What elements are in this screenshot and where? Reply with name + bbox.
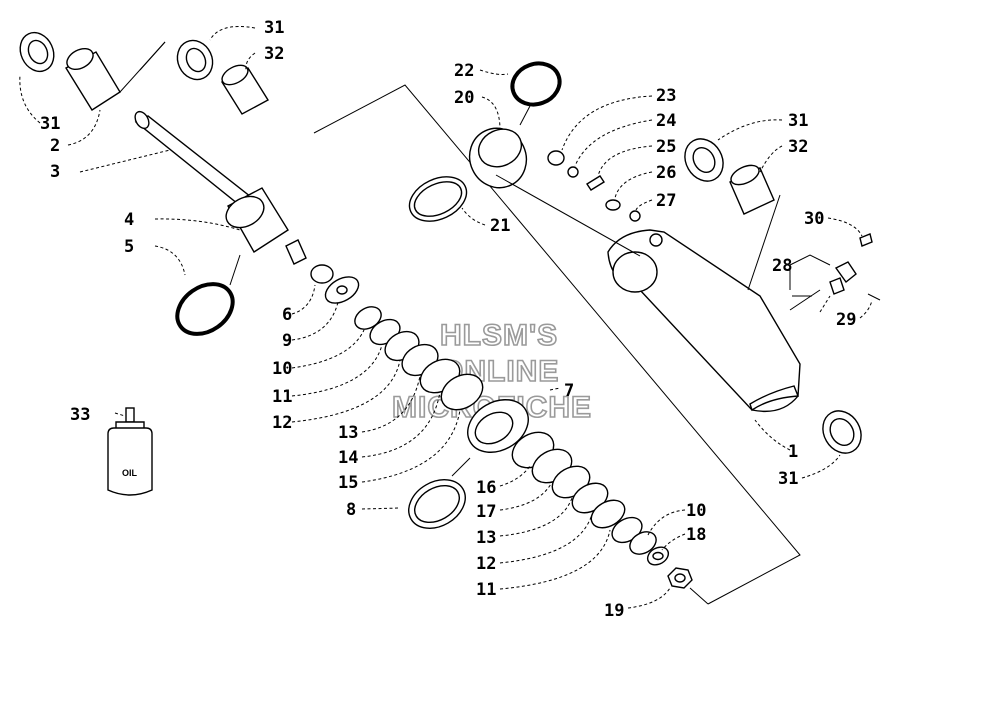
label-23: 23 xyxy=(656,86,676,106)
part-8-piston-ring xyxy=(408,479,466,529)
label-31-right-top: 31 xyxy=(788,111,808,131)
label-31-top: 31 xyxy=(264,18,284,38)
label-5: 5 xyxy=(124,237,134,257)
part-20-reservoir-cap xyxy=(468,127,528,189)
label-10-left: 10 xyxy=(272,359,292,379)
label-32-right: 32 xyxy=(788,137,808,157)
part-23-valve-cap xyxy=(547,150,565,166)
part-24-ball xyxy=(567,166,579,178)
label-16: 16 xyxy=(476,478,496,498)
part-12b-shim xyxy=(590,499,626,529)
part-31-bushing-top-left xyxy=(19,31,55,73)
part-25-spring xyxy=(586,175,605,191)
label-12-left: 12 xyxy=(272,413,292,433)
label-2: 2 xyxy=(50,136,60,156)
label-32-top: 32 xyxy=(264,44,284,64)
part-18-washer xyxy=(646,546,670,566)
label-19: 19 xyxy=(604,601,624,621)
leader-lines xyxy=(19,26,873,609)
watermark-line-1: HLSM'S xyxy=(440,319,558,352)
part-5-o-ring xyxy=(175,282,235,336)
part-31-bushing-top xyxy=(176,39,214,81)
label-15: 15 xyxy=(338,473,358,493)
label-13-right: 13 xyxy=(476,528,496,548)
label-26: 26 xyxy=(656,163,676,183)
part-22-o-ring xyxy=(510,61,562,107)
part-21-ring xyxy=(408,176,468,222)
label-21: 21 xyxy=(490,216,510,236)
label-7: 7 xyxy=(564,381,574,401)
label-3: 3 xyxy=(50,162,60,182)
part-19-nut xyxy=(667,567,693,589)
label-31-left: 31 xyxy=(40,114,60,134)
callout-labels: 31 32 31 2 3 4 5 6 9 10 11 12 13 14 15 8… xyxy=(40,18,856,621)
part-2-eyelet xyxy=(65,47,121,111)
label-24: 24 xyxy=(656,111,676,131)
label-31-bottom-right: 31 xyxy=(778,469,798,489)
label-25: 25 xyxy=(656,137,676,157)
group-bracket-outline xyxy=(313,84,801,605)
oil-bottle-label: OIL xyxy=(122,468,138,478)
label-4: 4 xyxy=(124,210,134,230)
part-33-oil-bottle: OIL xyxy=(107,407,153,496)
label-29: 29 xyxy=(836,310,856,330)
label-14: 14 xyxy=(338,448,358,468)
label-10-right: 10 xyxy=(686,501,706,521)
part-1-reservoir-body xyxy=(607,229,801,413)
part-28-fitting xyxy=(829,261,857,295)
part-29-clip xyxy=(867,293,881,301)
watermark: HLSM'S ONLINE MICROFICHE xyxy=(391,318,592,425)
part-10b-shim xyxy=(629,531,657,555)
part-32-sleeve-top xyxy=(221,64,269,115)
label-17: 17 xyxy=(476,502,496,522)
label-28: 28 xyxy=(772,256,792,276)
label-12-right: 12 xyxy=(476,554,496,574)
label-13-left: 13 xyxy=(338,423,358,443)
label-8: 8 xyxy=(346,500,356,520)
label-9: 9 xyxy=(282,331,292,351)
label-1: 1 xyxy=(788,442,798,462)
label-33: 33 xyxy=(70,405,90,425)
label-11-left: 11 xyxy=(272,387,292,407)
part-30-screw xyxy=(859,233,873,247)
label-30: 30 xyxy=(804,209,824,229)
part-32-sleeve-right xyxy=(729,164,775,215)
label-20: 20 xyxy=(454,88,474,108)
part-31-bushing-bottom-right xyxy=(822,410,862,454)
part-9-washer xyxy=(324,276,360,304)
label-22: 22 xyxy=(454,61,474,81)
part-10-shim xyxy=(354,306,382,330)
label-11-right: 11 xyxy=(476,580,496,600)
part-31-bushing-right-top xyxy=(684,138,724,182)
label-18: 18 xyxy=(686,525,706,545)
label-27: 27 xyxy=(656,191,676,211)
part-6-nut xyxy=(310,264,334,284)
part-15-shim xyxy=(440,373,484,411)
label-6: 6 xyxy=(282,305,292,325)
part-27-ball xyxy=(629,210,641,222)
part-26-valve-core xyxy=(605,199,621,211)
part-7-piston xyxy=(467,399,529,453)
part-4-body-cap xyxy=(225,187,307,265)
